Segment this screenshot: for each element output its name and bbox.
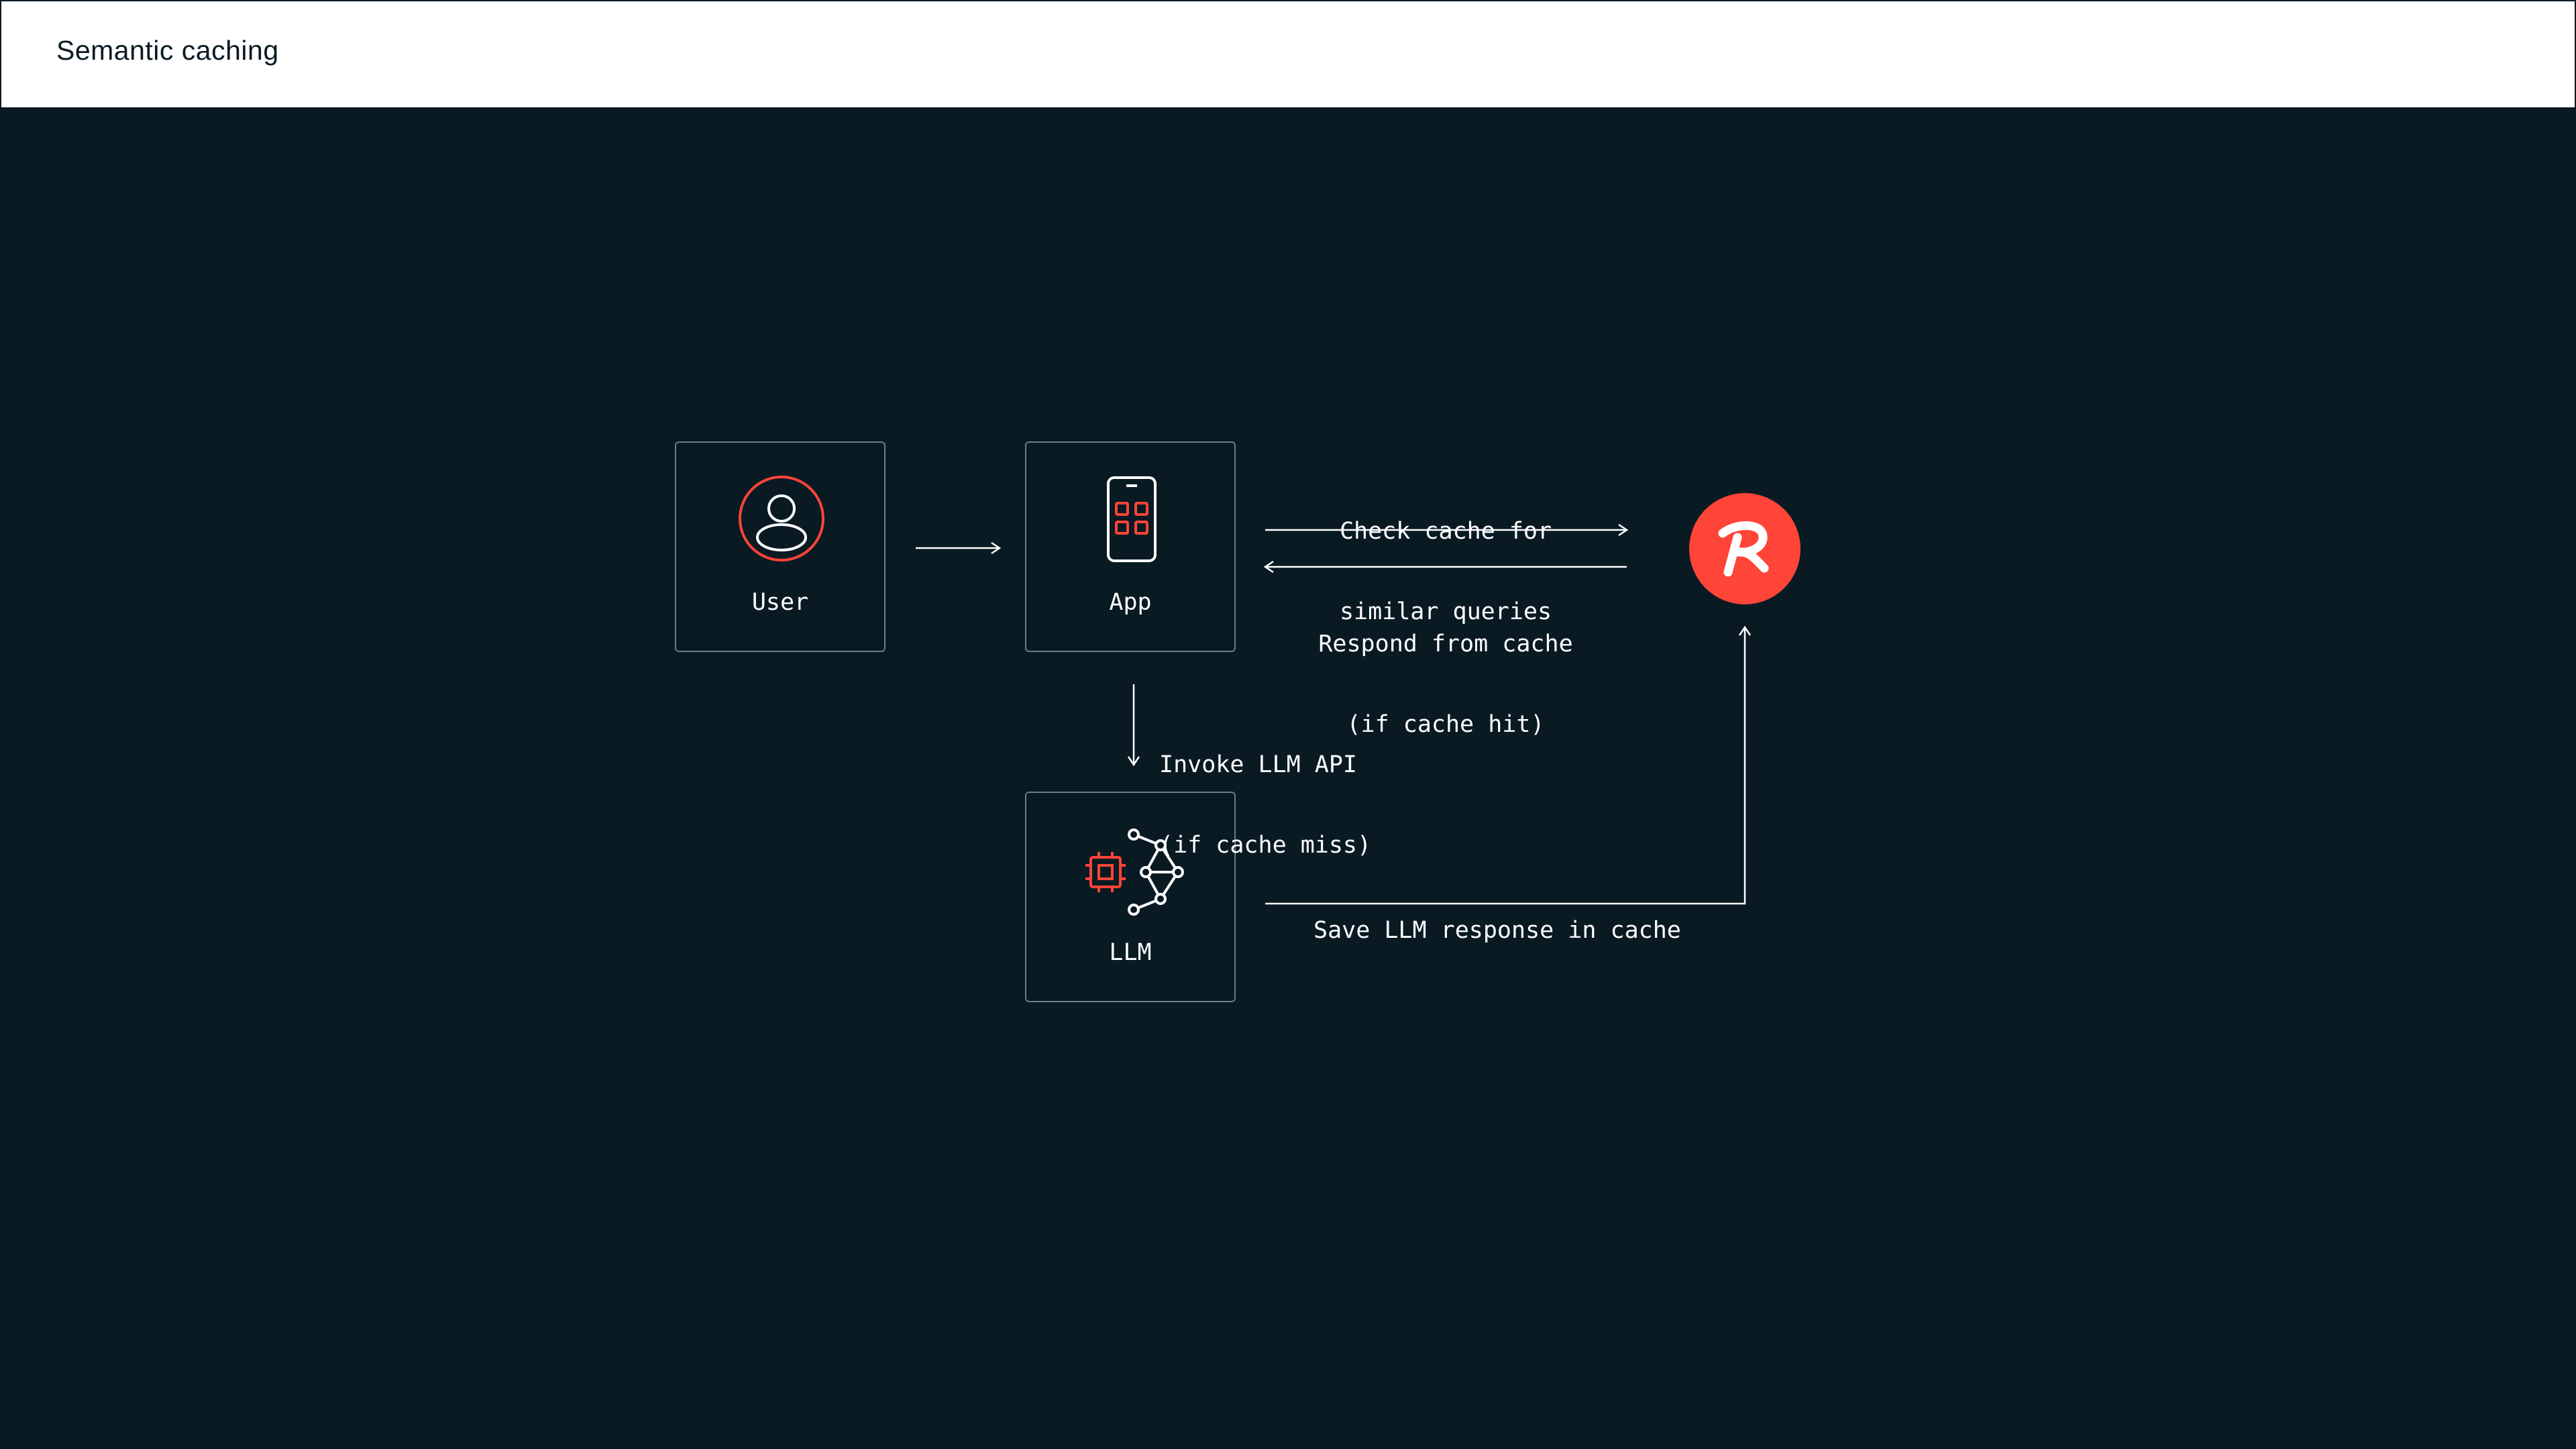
user-icon <box>739 476 824 561</box>
respond-cache-label: Respond from cache (if cache hit) <box>1275 577 1617 765</box>
arrow-user-to-app <box>916 541 1002 555</box>
llm-label: LLM <box>1109 939 1152 966</box>
invoke-llm-line2: (if cache miss) <box>1159 832 1372 859</box>
arrow-llm-to-cache <box>1265 625 1752 905</box>
page-title: Semantic caching <box>56 35 279 66</box>
respond-cache-line1: Respond from cache <box>1318 631 1573 657</box>
save-response-label: Save LLM response in cache <box>1313 917 1681 944</box>
arrow-app-to-cache <box>1265 523 1629 537</box>
invoke-llm-line1: Invoke LLM API <box>1159 751 1358 778</box>
mobile-app-icon <box>1107 476 1157 562</box>
app-node: App <box>1025 441 1236 652</box>
check-cache-line2: similar queries <box>1339 598 1552 625</box>
invoke-llm-label: Invoke LLM API (if cache miss) <box>1159 698 1371 885</box>
arrow-cache-to-app <box>1263 560 1627 574</box>
check-cache-label: Check cache for similar queries <box>1275 464 1617 652</box>
check-cache-line1: Check cache for <box>1339 518 1552 545</box>
user-node: User <box>675 441 885 652</box>
title-bar: Semantic caching <box>0 0 2576 109</box>
llm-network-icon <box>1085 828 1184 916</box>
user-label: User <box>751 589 809 616</box>
app-label: App <box>1109 589 1152 616</box>
respond-cache-line2: (if cache hit) <box>1346 711 1545 738</box>
redis-logo-icon <box>1689 493 1801 604</box>
llm-node: LLM <box>1025 792 1236 1002</box>
arrow-app-to-llm <box>1127 684 1140 767</box>
